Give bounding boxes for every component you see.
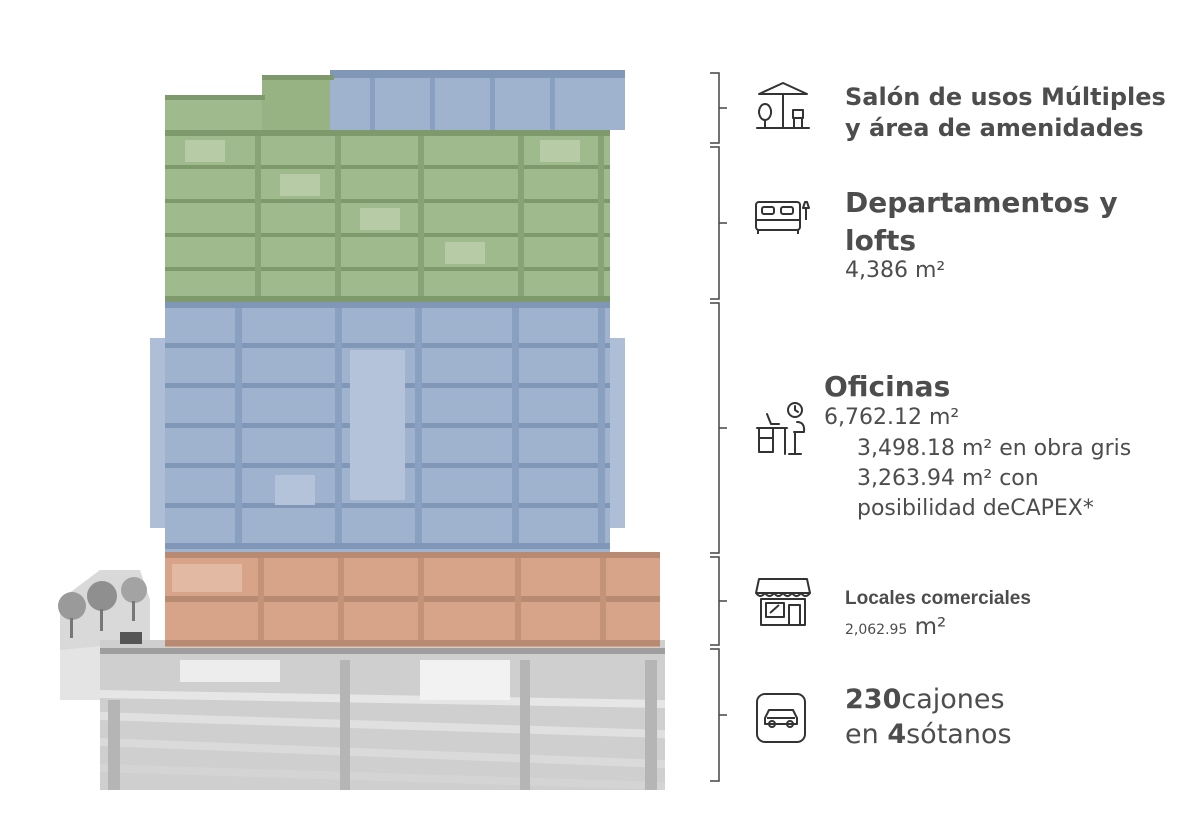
retail-area: 2,062.95 m² [845,614,946,640]
retail-area-number: 2,062.95 [845,622,908,638]
apartments-line-2: lofts [845,224,917,257]
offices-title: Oficinas [824,370,951,403]
amenities-line-1: Salón de usos Múltiples [845,83,1166,111]
apartments-zone [165,130,610,302]
parking-levels-number: 4 [887,719,907,750]
parking-count-suffix: cajones [901,684,1005,715]
apartments-area: 4,386 m² [845,258,946,283]
retail-area-unit: m² [907,614,947,640]
car-icon [756,693,806,743]
offices-detail-capex-cont: posibilidad deCAPEX* [857,496,1094,521]
offices-detail-gray-work: 3,498.18 m² en obra gris [857,436,1132,461]
storefront-icon [755,578,811,626]
parking-count-number: 230 [845,684,902,715]
bracket-parking [710,648,727,782]
desk-clock-icon [756,402,806,455]
bracket-retail [710,556,727,646]
offices-detail-capex: 3,263.94 m² con [857,466,1039,491]
bed-icon [755,201,810,234]
parking-levels-prefix: en [845,719,888,750]
bracket-apartments [710,146,727,300]
amenities-zone [165,70,625,130]
apartments-line-1: Departamentos y [845,186,1118,219]
office-zone [150,302,625,552]
parking-zone [100,632,665,790]
bracket-amenities [710,72,727,144]
retail-title: Locales comerciales [845,588,1031,609]
umbrella-table-icon [756,82,810,129]
parking-count: 230cajones [845,684,1005,715]
retail-zone [165,552,660,647]
apartments-label: Departamentos y lofts [845,184,1118,260]
offices-area: 6,762.12 m² [824,405,960,430]
amenities-label: Salón de usos Múltiples y área de amenid… [845,82,1166,144]
building-section-illustration [58,70,665,790]
parking-levels-suffix: sótanos [906,719,1012,750]
bracket-offices [710,302,727,554]
amenities-line-2: y área de amenidades [845,114,1144,142]
parking-levels: en 4sótanos [845,719,1012,750]
